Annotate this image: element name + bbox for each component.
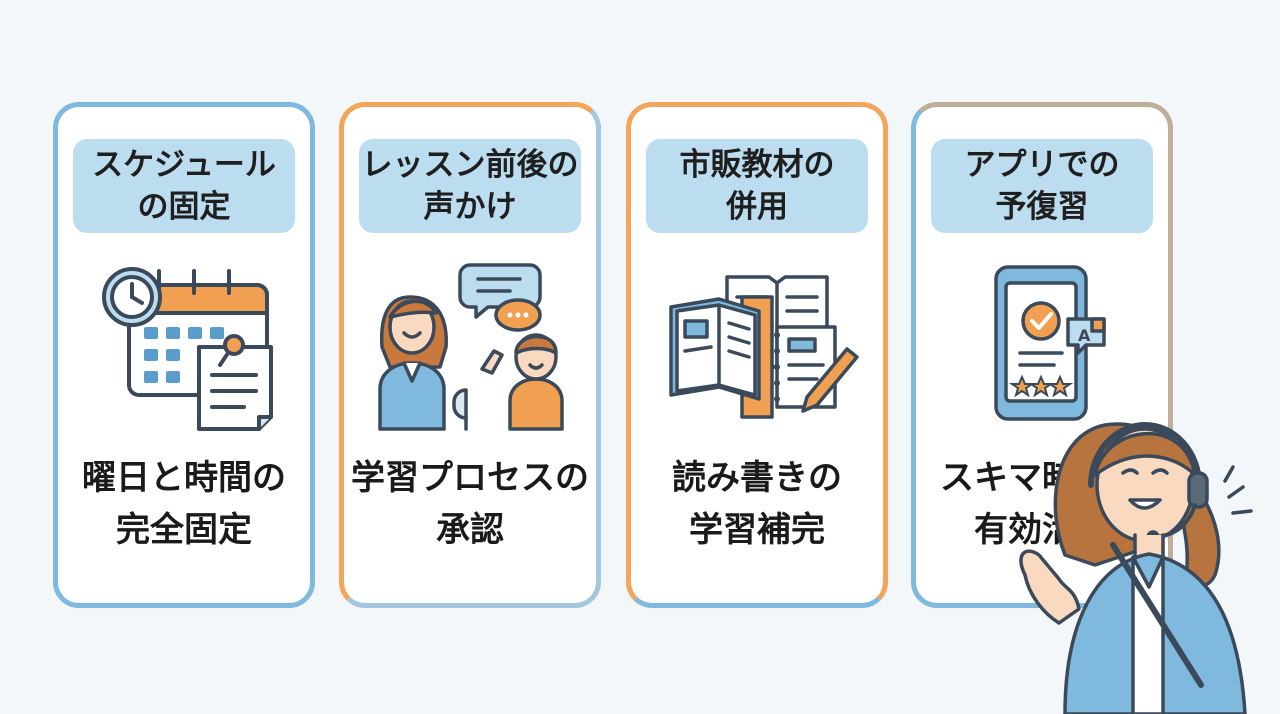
card-title-line: 併用 — [726, 189, 788, 225]
card-title-line: アプリでの — [964, 147, 1120, 183]
parent-child-talk-icon — [378, 263, 564, 431]
smartphone-app-icon: A — [994, 265, 1106, 421]
calendar-clock-icon — [102, 267, 273, 431]
card-description: 学習プロセスの 承認 — [344, 452, 596, 556]
card-title-line: 市販教材の — [679, 147, 835, 183]
card-title-line: レッスン前後の — [361, 147, 579, 183]
svg-text:A: A — [1078, 326, 1091, 345]
card-title: スケジュール の固定 — [73, 139, 295, 233]
card-description-line: 読み書きの — [672, 458, 842, 498]
card-description: 曜日と時間の 完全固定 — [58, 452, 310, 556]
card-schedule: スケジュール の固定 — [53, 102, 315, 608]
card-description-line: 曜日と時間の — [82, 458, 286, 498]
card-title-line: スケジュール — [92, 147, 276, 183]
teacher-headset-icon — [1019, 422, 1253, 714]
card-description-line: 承認 — [436, 510, 504, 550]
card-description: 読み書きの 学習補完 — [631, 452, 883, 556]
card-title-line: 予復習 — [995, 189, 1089, 225]
card-description-line: 完全固定 — [116, 510, 252, 550]
card-title: アプリでの 予復習 — [931, 139, 1153, 233]
card-talk: レッスン前後の 声かけ 学習プロセスの 承認 — [339, 102, 601, 608]
books-pencil-icon — [669, 275, 859, 419]
card-title: レッスン前後の 声かけ — [359, 139, 581, 233]
card-description-line: 学習プロセスの — [351, 458, 589, 498]
card-title-line: の固定 — [137, 189, 231, 225]
card-title: 市販教材の 併用 — [646, 139, 868, 233]
card-textbooks: 市販教材の 併用 読み書きの 学習補完 — [626, 102, 888, 608]
card-description-line: 学習補完 — [689, 510, 825, 550]
card-title-line: 声かけ — [423, 189, 517, 225]
